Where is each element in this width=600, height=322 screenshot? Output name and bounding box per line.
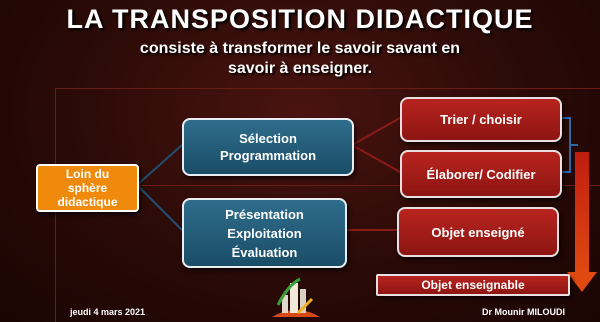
decor-line-middle (55, 185, 600, 186)
box-selection-programmation: Sélection Programmation (182, 118, 354, 176)
label-trier-choisir: Trier / choisir (440, 112, 522, 127)
box-trier-choisir: Trier / choisir (400, 97, 562, 142)
footer-author: Dr Mounir MILOUDI (482, 307, 565, 317)
slide-title: LA TRANSPOSITION DIDACTIQUE (66, 4, 534, 34)
decor-line-top (55, 88, 600, 89)
connector-to-trier (351, 117, 401, 146)
slide-subtitle-line2: savoir à enseigner. (227, 60, 373, 77)
down-arrow-shaft (575, 152, 589, 274)
box-elaborer-codifier: Élaborer/ Codifier (400, 150, 562, 198)
box-objet-enseigne: Objet enseigné (397, 207, 559, 257)
box-loin-du-sphere: Loin du sphère didactique (36, 164, 139, 212)
label-evaluation: Évaluation (231, 244, 298, 260)
down-arrow-head (567, 272, 597, 292)
label-objet-enseigne: Objet enseigné (431, 224, 525, 240)
box-presentation-exploitation-evaluation: Présentation Exploitation Évaluation (182, 198, 347, 268)
logo (268, 275, 324, 319)
box-objet-enseignable: Objet enseignable (376, 274, 570, 296)
label-exploitation: Exploitation (227, 225, 302, 241)
logo-graphic (272, 277, 320, 317)
slide-subtitle-line1: consiste à transformer le savoir savant … (139, 40, 461, 57)
connector-root-bottom (136, 184, 183, 231)
label-objet-enseignable: Objet enseignable (421, 278, 525, 292)
label-selection: Sélection (239, 131, 297, 146)
label-programmation: Programmation (219, 148, 317, 163)
connector-root-top (136, 144, 183, 186)
box-loin-du-sphere-label: Loin du sphère didactique (57, 167, 118, 209)
bracket-line (562, 117, 571, 173)
label-elaborer-codifier: Élaborer/ Codifier (426, 166, 536, 182)
connector-to-elaborer (351, 144, 401, 173)
footer-date: jeudi 4 mars 2021 (70, 307, 146, 317)
label-presentation: Présentation (225, 206, 304, 222)
